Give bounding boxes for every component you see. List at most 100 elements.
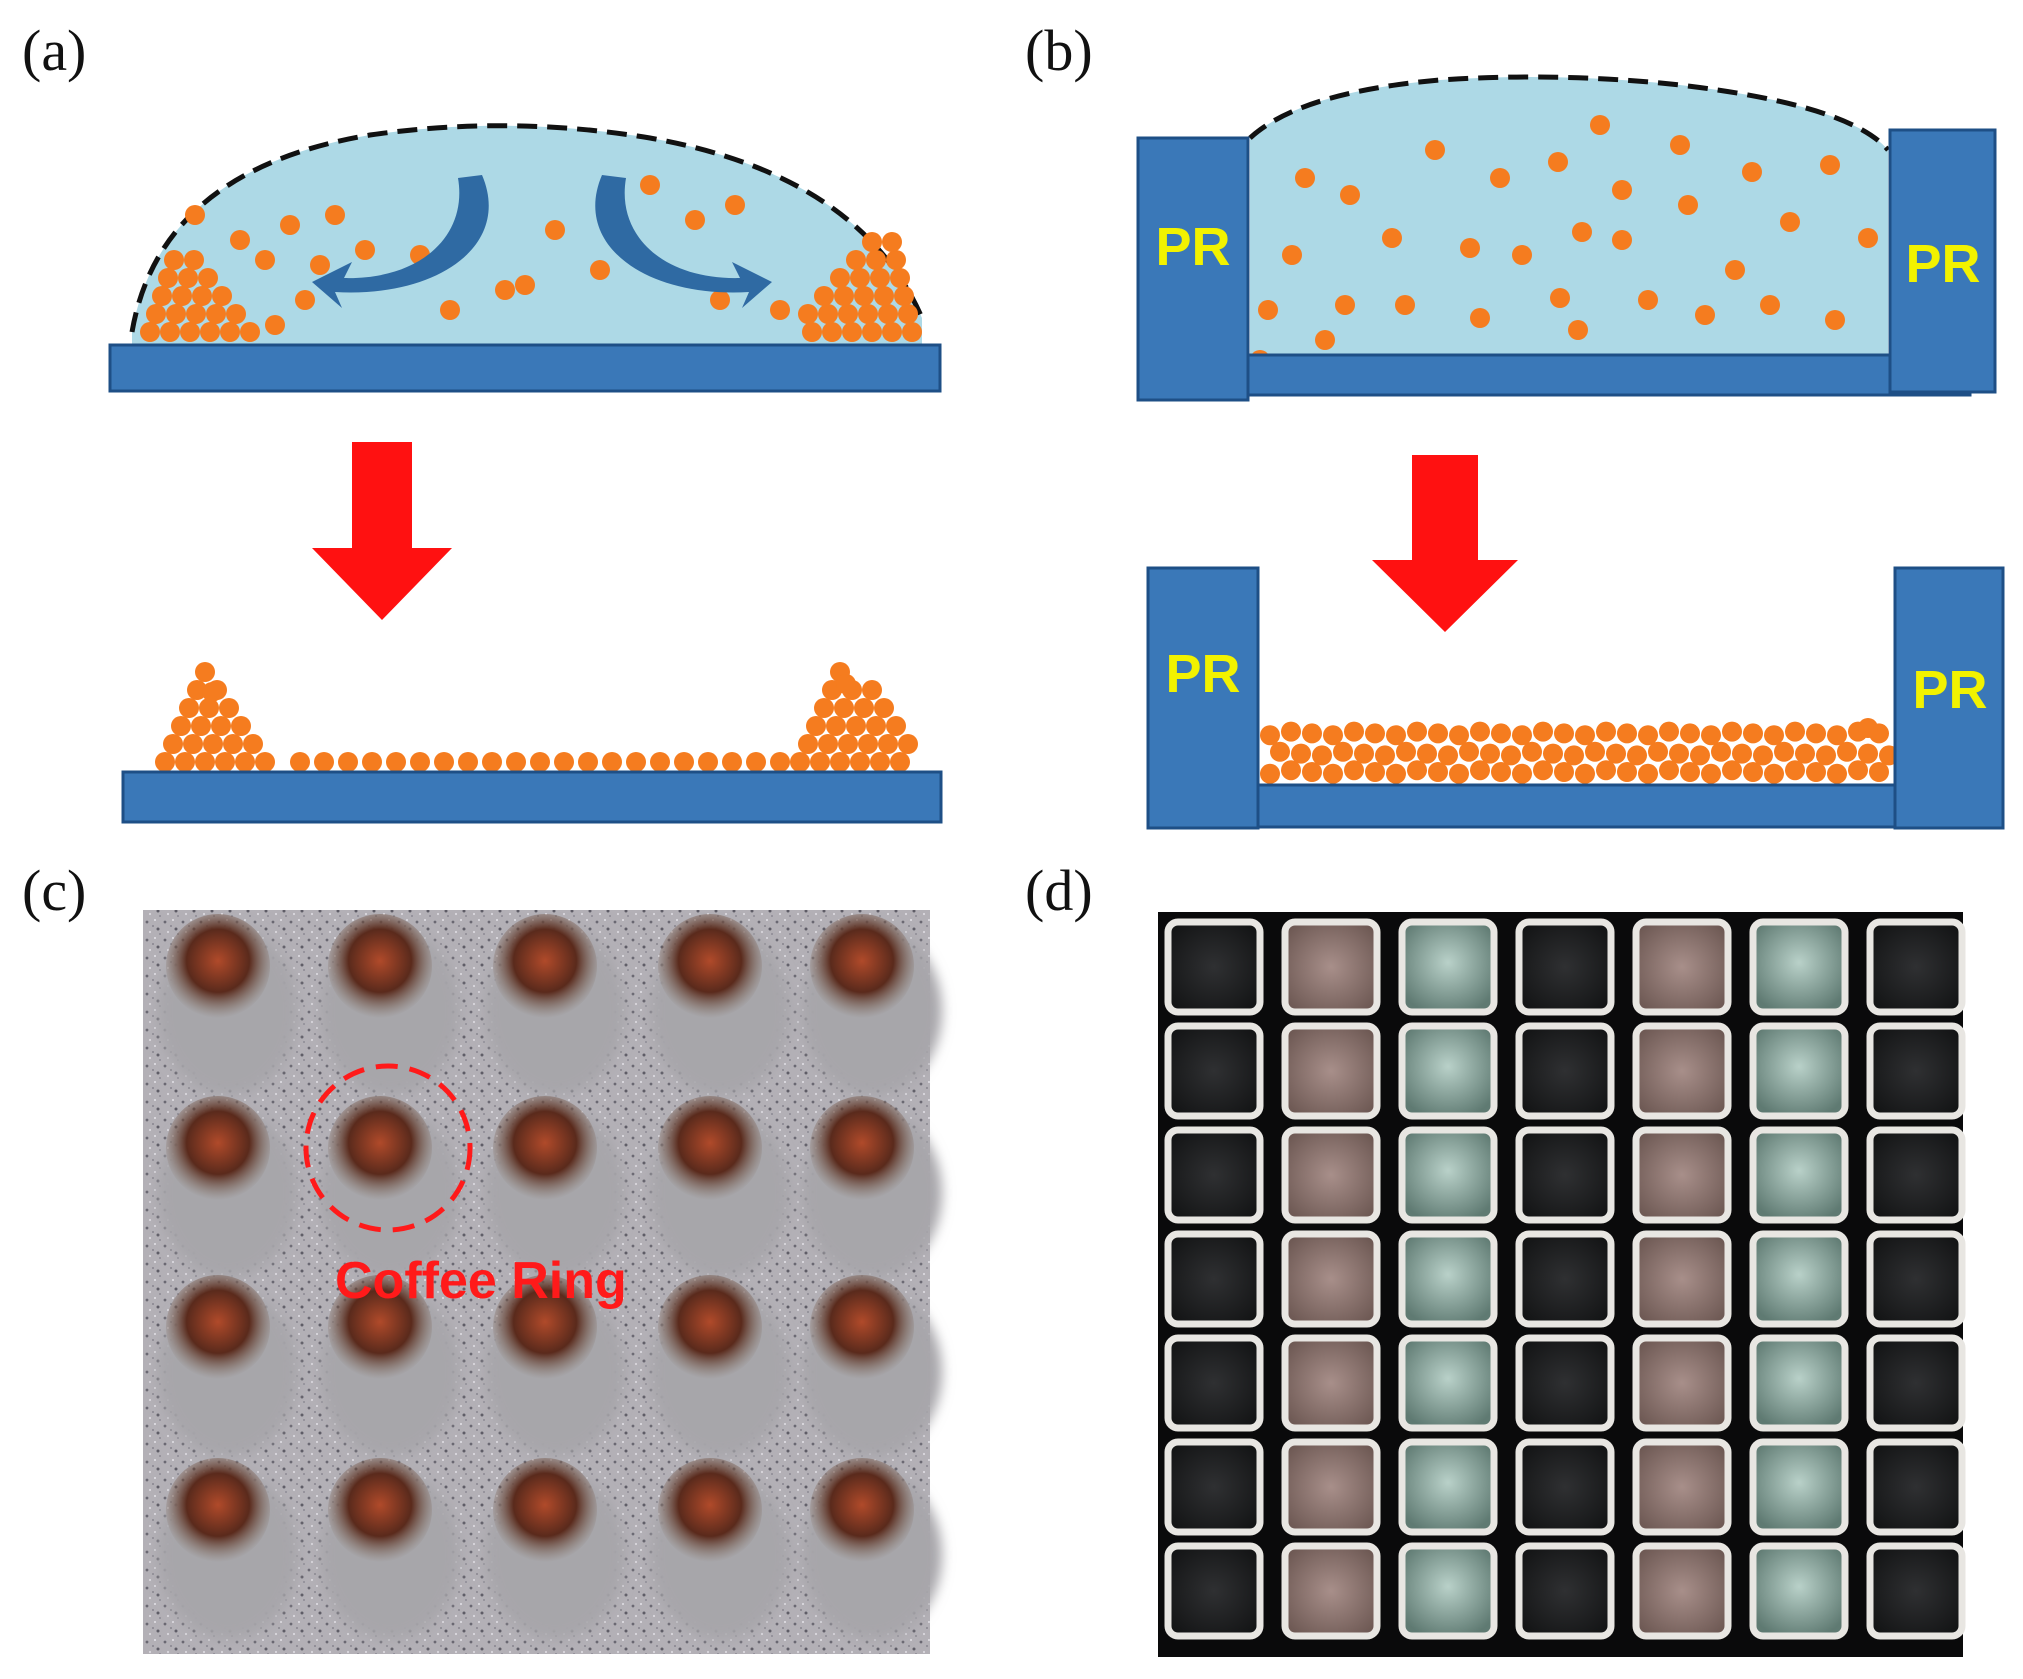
particle <box>626 752 646 772</box>
particle <box>186 304 206 324</box>
particle <box>842 322 862 342</box>
particle <box>1522 741 1542 762</box>
ink-droplet <box>328 1096 432 1200</box>
particle <box>155 752 175 772</box>
particle <box>674 752 694 772</box>
particle <box>1491 762 1511 782</box>
particle <box>1344 760 1364 781</box>
particle <box>180 322 200 342</box>
pixel-well <box>1281 918 1381 1016</box>
pixel-well <box>1749 918 1849 1016</box>
pr-label-left-bottom: PR <box>1165 644 1240 704</box>
pixel-well <box>1515 1230 1615 1328</box>
particle <box>482 752 502 772</box>
particle <box>1335 295 1355 315</box>
particle <box>1820 155 1840 175</box>
particle <box>434 752 454 772</box>
ink-droplet <box>810 1458 914 1562</box>
particle <box>1438 745 1458 766</box>
photoresist-left-top <box>1136 136 1250 402</box>
ink-droplet <box>810 1096 914 1200</box>
particle <box>1711 741 1731 762</box>
pixel-well <box>1632 1230 1732 1328</box>
particle <box>1386 763 1406 784</box>
pixel-well <box>1164 1022 1264 1120</box>
particle <box>710 290 730 310</box>
particle <box>854 286 874 306</box>
particle <box>184 250 204 270</box>
particle <box>882 322 902 342</box>
particle <box>1543 743 1563 764</box>
particle <box>1407 760 1427 781</box>
photoresist-left-bottom <box>1146 566 1260 830</box>
particle <box>640 175 660 195</box>
particle <box>810 752 830 772</box>
particle <box>255 752 275 772</box>
ink-droplet <box>658 1458 762 1562</box>
particle <box>1295 168 1315 188</box>
particle <box>1258 300 1278 320</box>
particle <box>1568 320 1588 340</box>
particle <box>798 304 818 324</box>
particle <box>255 250 275 270</box>
particle <box>1550 288 1570 308</box>
pixel-well <box>1398 1438 1498 1536</box>
pixel-well <box>1866 918 1966 1016</box>
substrate-b-bottom <box>1250 783 1964 829</box>
particle <box>1638 290 1658 310</box>
particle <box>1554 762 1574 782</box>
particle <box>1695 305 1715 325</box>
ink-droplet <box>328 1275 432 1379</box>
particle <box>355 240 375 260</box>
ink-droplet <box>166 1458 270 1562</box>
particle <box>685 210 705 230</box>
pixel-well <box>1164 918 1264 1016</box>
particle <box>830 268 850 288</box>
particle <box>458 752 478 772</box>
particle <box>1533 721 1553 742</box>
particle <box>192 286 212 306</box>
particle <box>1858 228 1878 248</box>
pixel-well <box>1164 1334 1264 1432</box>
particle <box>199 698 219 718</box>
particle <box>1722 721 1742 742</box>
particle <box>1785 760 1805 781</box>
particle <box>770 300 790 320</box>
particle <box>212 286 232 306</box>
particle <box>822 322 842 342</box>
particle <box>1312 745 1332 766</box>
particle <box>890 752 910 772</box>
ink-droplet <box>166 1096 270 1200</box>
ink-droplet <box>658 914 762 1018</box>
particle <box>850 752 870 772</box>
particle <box>1732 743 1752 764</box>
panel-a <box>108 123 943 824</box>
particle <box>195 752 215 772</box>
particle <box>226 304 246 324</box>
particle <box>187 680 207 700</box>
pr-label-left-top: PR <box>1155 217 1230 277</box>
pixel-well <box>1866 1542 1966 1640</box>
particle <box>1764 725 1784 746</box>
pixel-well <box>1866 1438 1966 1536</box>
particle <box>200 322 220 342</box>
panel-d-micrograph <box>1158 912 1966 1657</box>
ink-droplet <box>658 1096 762 1200</box>
pr-label-right-bottom: PR <box>1912 660 1987 720</box>
particle <box>386 752 406 772</box>
particle <box>806 716 826 736</box>
ink-droplet <box>166 1275 270 1379</box>
particle <box>1575 763 1595 784</box>
particle <box>1617 762 1637 782</box>
panel-c-micrograph: Coffee Ring <box>143 910 942 1654</box>
particle <box>1596 760 1616 781</box>
particle <box>1459 741 1479 762</box>
particle <box>211 716 231 736</box>
pixel-well <box>1281 1542 1381 1640</box>
particle <box>152 286 172 306</box>
pr-label-right-top: PR <box>1905 234 1980 294</box>
particle <box>874 286 894 306</box>
particle <box>1678 195 1698 215</box>
particle <box>818 734 838 754</box>
particle <box>1638 725 1658 746</box>
